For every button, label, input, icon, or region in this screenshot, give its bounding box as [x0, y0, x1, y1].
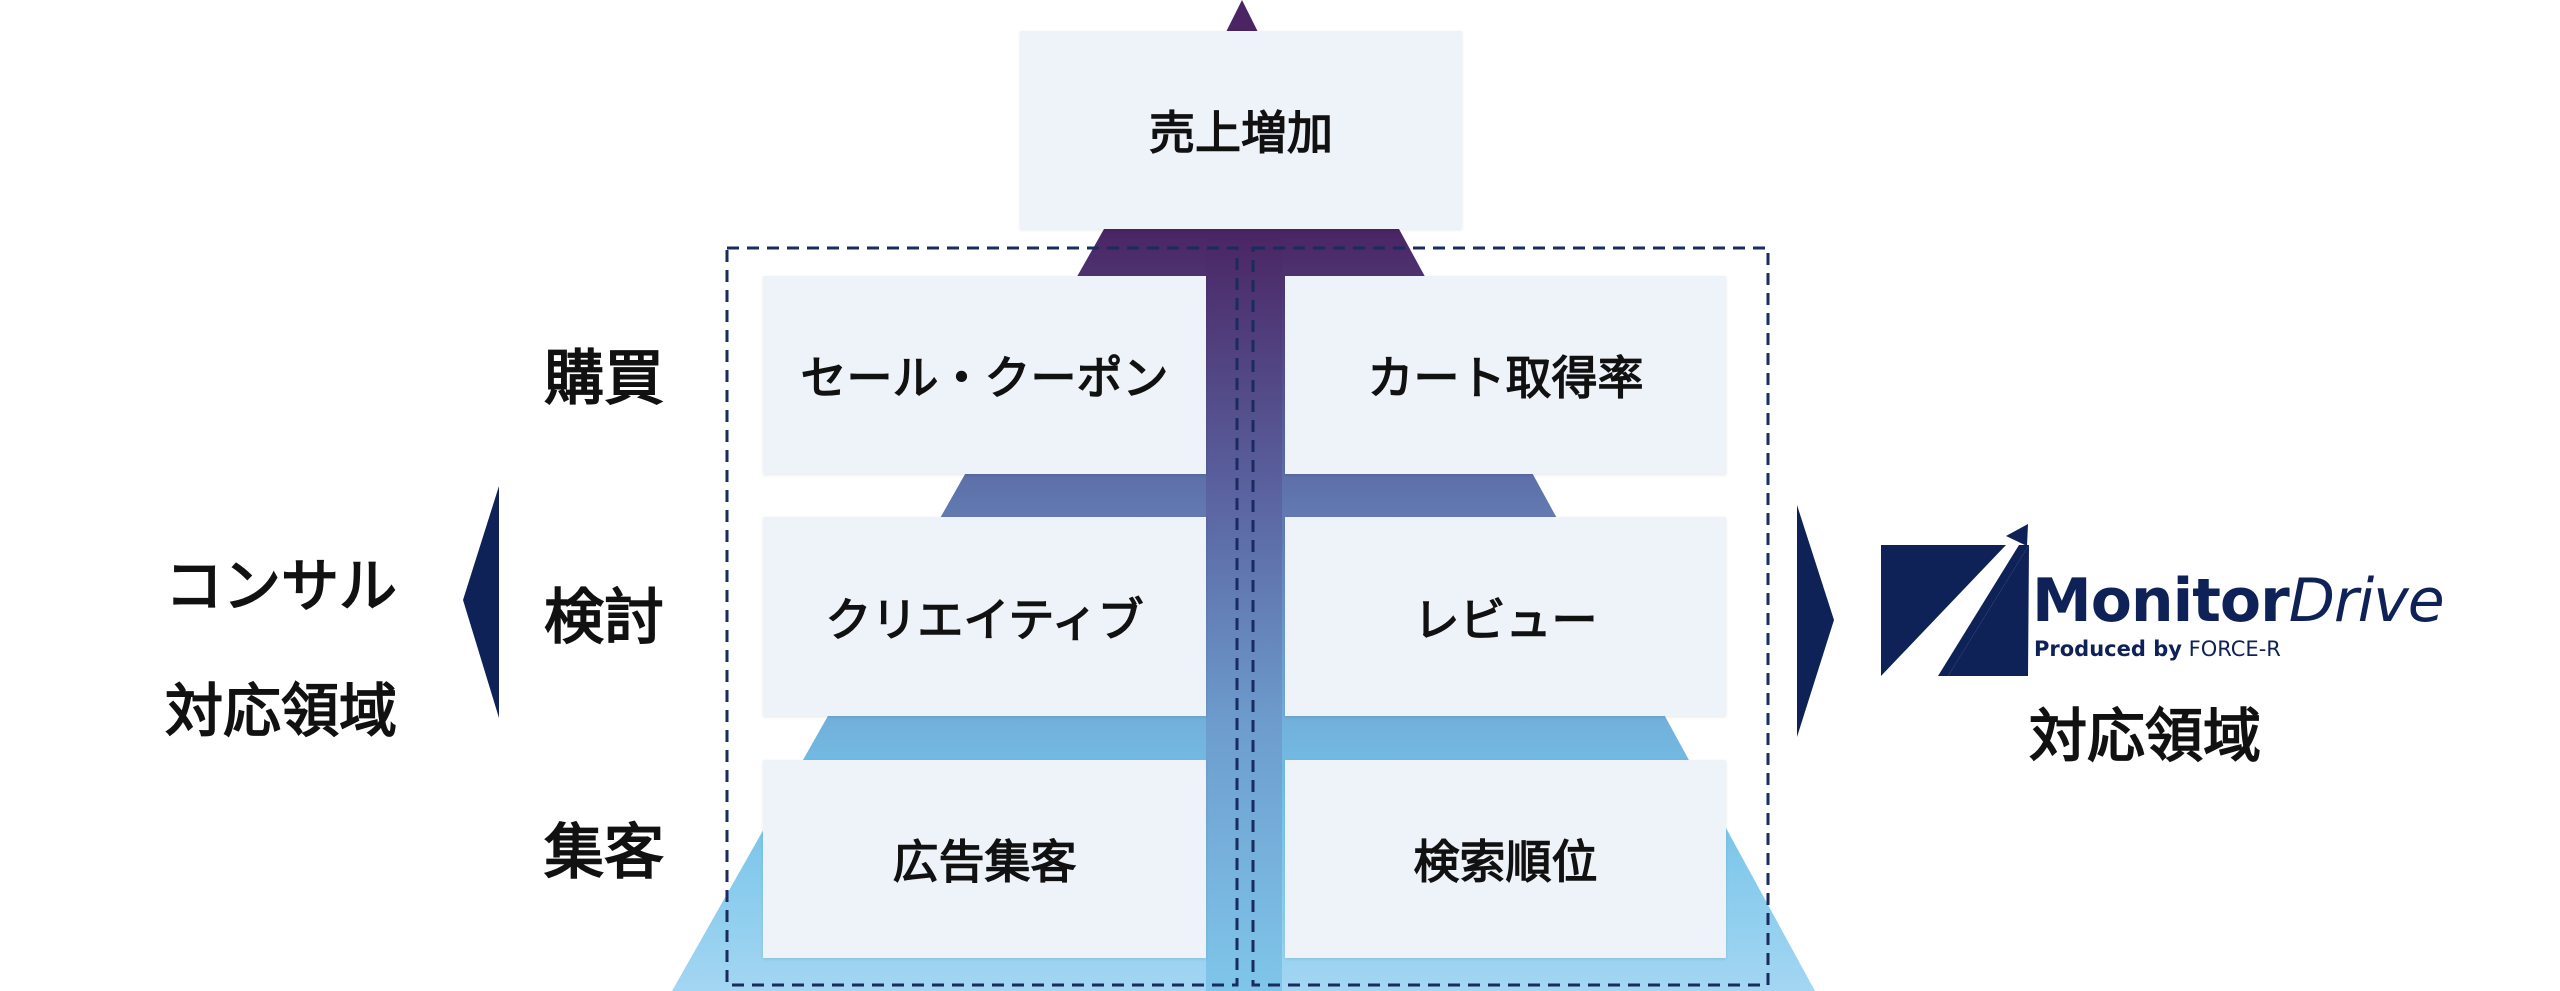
funnel-stem: [1206, 229, 1282, 991]
left-purchase-box: セール・クーポン: [763, 276, 1206, 474]
left-consideration-box: クリエイティブ: [763, 517, 1206, 716]
stage-label-acquisition: 集客: [544, 818, 664, 888]
brand-wordmark: MonitorDrive: [2032, 566, 2445, 636]
right-purchase-box: カート取得率: [1285, 276, 1726, 474]
left-acquisition-box: 広告集客: [763, 760, 1206, 958]
consulting-label-line2: 対応領域: [164, 677, 397, 745]
left-pointer-icon: [463, 486, 499, 718]
brand-produced-by: Produced by FORCE-R: [2034, 637, 2281, 661]
goal-box: 売上増加: [1020, 31, 1462, 229]
arrow-head-icon: [1226, 0, 1258, 32]
right-acquisition-box: 検索順位: [1285, 760, 1726, 958]
brand-name-bold: Monitor: [2032, 566, 2290, 636]
right-dashed-frame: [1251, 246, 1770, 987]
monitor-drive-logo-icon: [1881, 524, 2029, 676]
stage-label-purchase: 購買: [544, 344, 664, 414]
right-consideration-box: レビュー: [1285, 517, 1726, 716]
brand-produced-by-prefix: Produced by: [2034, 637, 2182, 661]
right-pointer-icon: [1797, 505, 1834, 737]
stage-label-consideration: 検討: [544, 583, 664, 653]
left-dashed-frame: [725, 246, 1239, 987]
brand-coverage-caption: 対応領域: [2028, 702, 2261, 770]
brand-produced-by-company: FORCE-R: [2188, 637, 2281, 661]
consulting-label-line1: コンサル: [164, 552, 397, 620]
brand-name-light: Drive: [2288, 566, 2445, 636]
